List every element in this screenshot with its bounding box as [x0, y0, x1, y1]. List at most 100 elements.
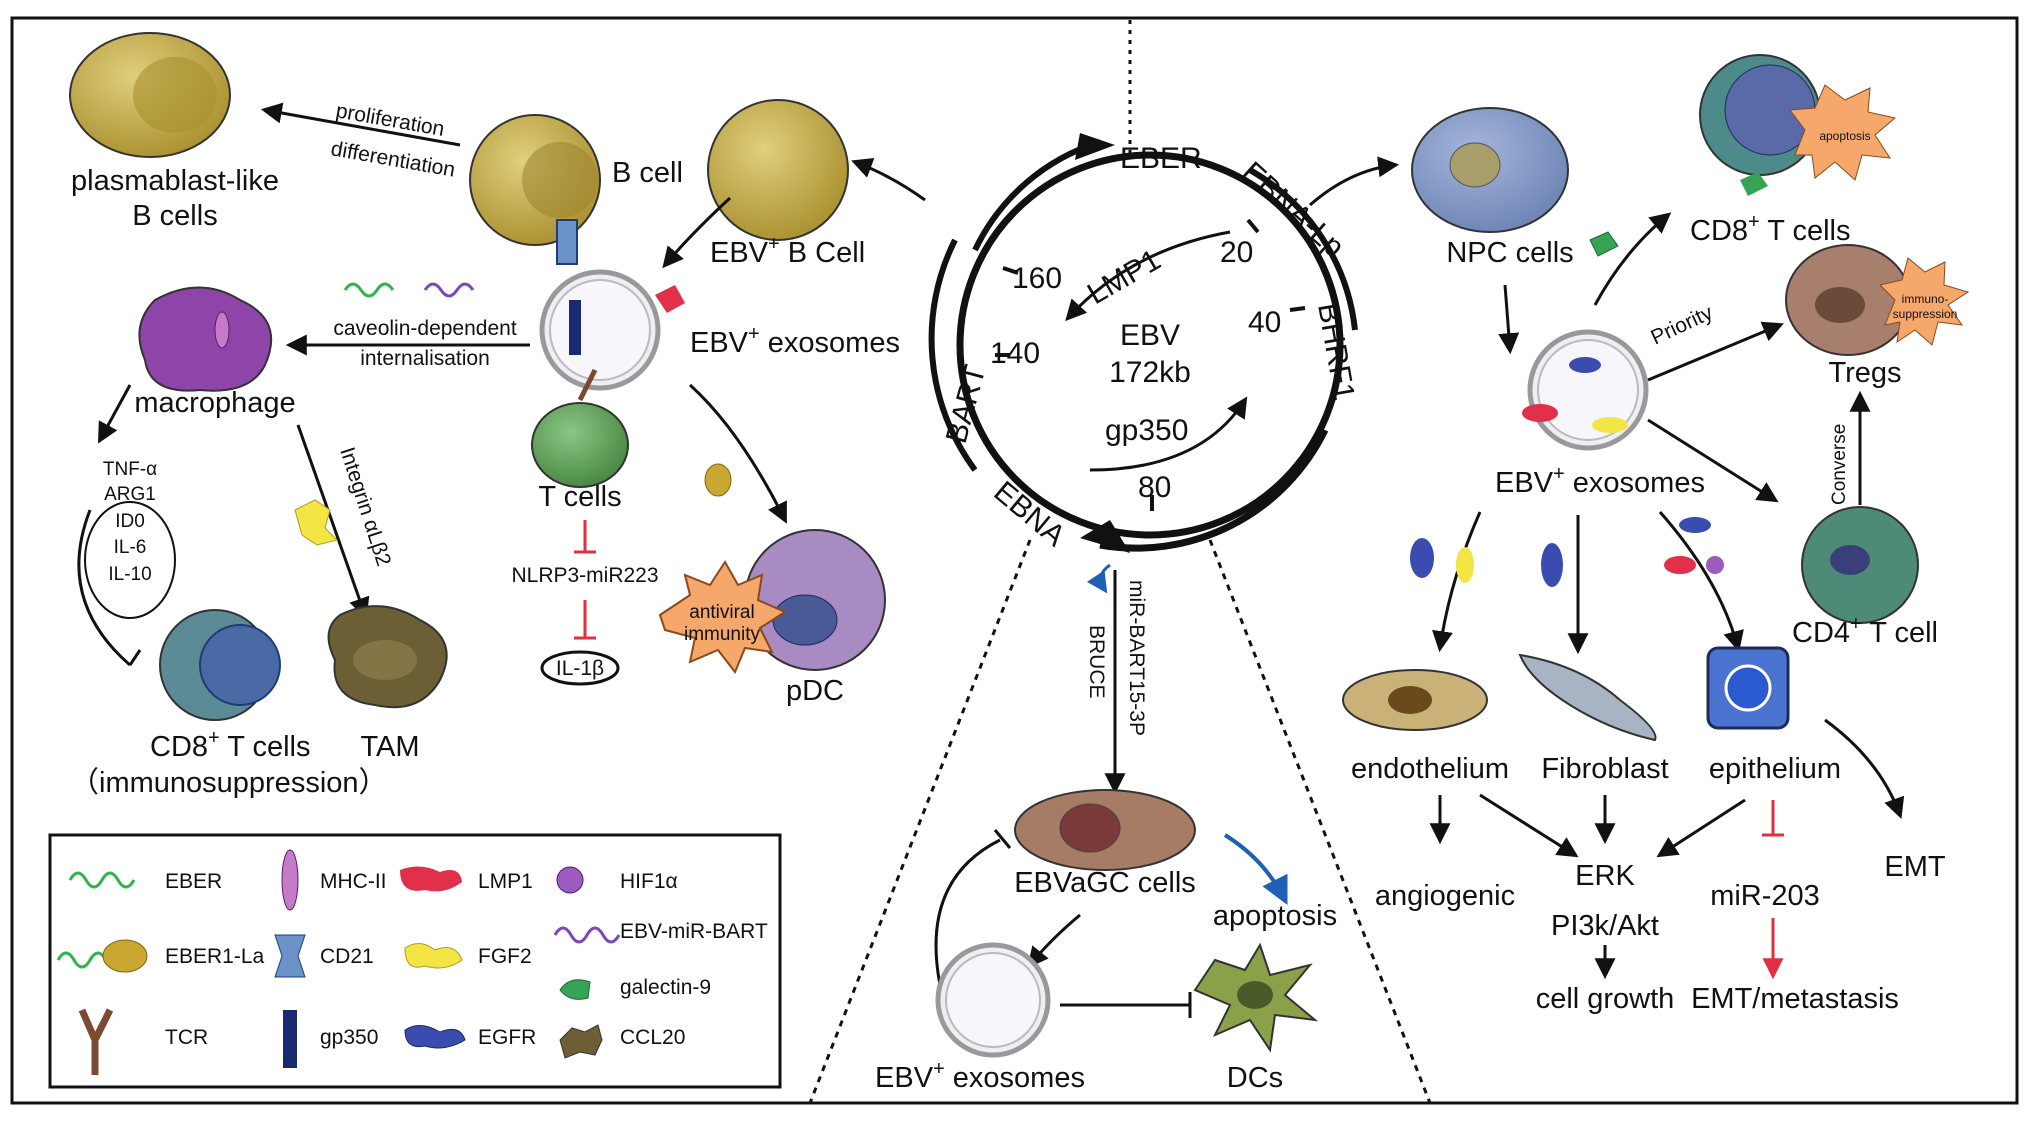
b-cell-label: B cell: [612, 157, 683, 189]
angiogenic-label: angiogenic: [1375, 880, 1515, 912]
cell-growth-label: cell growth: [1536, 983, 1675, 1015]
cytokine-il10: IL-10: [108, 564, 151, 585]
epithelium-label: epithelium: [1709, 753, 1841, 785]
immunosuppression-label: （immunosuppression）: [70, 767, 388, 799]
right-exosomes-label: EBV+ exosomes: [1495, 463, 1705, 499]
tick-40: 40: [1248, 306, 1281, 339]
mir203-label: miR-203: [1710, 880, 1820, 912]
legend-fgf2: FGF2: [404, 943, 532, 969]
apoptosis-burst-label: apoptosis: [1819, 129, 1870, 143]
outer-frame: [10, 16, 2019, 1105]
t-cells-label: T cells: [538, 481, 621, 513]
svg-text:FGF2: FGF2: [478, 945, 532, 968]
tam-label: TAM: [360, 731, 419, 763]
tregs-label: Tregs: [1828, 357, 1901, 389]
legend-gp350: gp350: [283, 1010, 378, 1068]
right-panel: NPC cells apoptosis CD8+ T cells EBV+ ex…: [1309, 54, 1970, 1015]
ebvagc-label: EBVaGC cells: [1014, 867, 1196, 899]
t-cell: [531, 402, 629, 488]
macrophage-cell: [138, 286, 273, 392]
svg-text:EGFR: EGFR: [478, 1026, 536, 1049]
differentiation-label: differentiation: [329, 137, 457, 181]
genome-center-size: 172kb: [1109, 356, 1191, 389]
converse-label: Converse: [1829, 424, 1850, 505]
svg-text:MHC-II: MHC-II: [320, 870, 387, 893]
tick-80: 80: [1138, 471, 1171, 504]
left-panel: plasmablast-like B cells proliferation d…: [69, 32, 926, 799]
plasmablast-label-2: B cells: [132, 200, 217, 232]
proliferation-label: proliferation: [334, 99, 446, 141]
macrophage-label: macrophage: [134, 387, 295, 419]
legend-eber: EBER: [68, 870, 222, 893]
antiviral-burst: [658, 560, 788, 674]
legend-eber1-la: EBER1-La: [56, 939, 265, 973]
svg-text:TCR: TCR: [165, 1026, 208, 1049]
svg-text:CD21: CD21: [320, 945, 374, 968]
cd8-label-left: CD8+ T cells: [150, 727, 311, 763]
pi3k-label: PI3k/Akt: [1551, 910, 1659, 942]
mir-bart-label: miR-BART15-3P: [1125, 580, 1148, 736]
apoptosis-burst: [1789, 84, 1897, 181]
bottom-panel: miR-BART15-3P BRUCE EBVaGC cells apoptos…: [875, 563, 1337, 1094]
bruce-label: BRUCE: [1085, 625, 1108, 699]
pdc-label: pDC: [786, 675, 844, 707]
priority-label: Priority: [1647, 301, 1716, 350]
svg-text:HIF1α: HIF1α: [620, 870, 678, 893]
npc-label: NPC cells: [1446, 237, 1573, 269]
svg-text:EBV-miR-BART: EBV-miR-BART: [620, 920, 768, 943]
ebv-b-cell: [707, 99, 849, 241]
caveolin-label: caveolin-dependent: [333, 317, 516, 340]
internalisation-label: internalisation: [360, 347, 490, 370]
cytokine-tnfa: TNF-α: [103, 459, 157, 480]
cd8-label-right: CD8+ T cells: [1690, 211, 1851, 247]
ebv-genome: EBV 172kb 20 40 80 140 160 EBER EBNA-Lp …: [928, 133, 1361, 553]
legend-lmp1: LMP1: [400, 866, 533, 893]
svg-text:LMP1: LMP1: [478, 870, 533, 893]
tick-160: 160: [1012, 262, 1062, 295]
legend: EBER EBER1-La TCR MHC-II CD21 gp350 LMP1: [48, 833, 782, 1089]
emt-label: EMT: [1884, 851, 1946, 883]
fibroblast-cell: [1518, 653, 1657, 742]
legend-mhc-ii: MHC-II: [281, 849, 387, 911]
ebv-exosomes-label: EBV+ exosomes: [690, 323, 900, 359]
endothelium-label: endothelium: [1351, 753, 1509, 785]
svg-text:gp350: gp350: [320, 1026, 378, 1049]
svg-text:galectin-9: galectin-9: [620, 976, 711, 999]
legend-hif1a: HIF1α: [556, 866, 678, 894]
legend-tcr: TCR: [78, 1008, 208, 1075]
antiviral-label: antiviral: [689, 602, 754, 623]
legend-ccl20: CCL20: [559, 1024, 685, 1059]
svg-text:EBER: EBER: [165, 870, 222, 893]
fibroblast-label: Fibroblast: [1541, 753, 1668, 785]
cd4-label: CD4+ T cell: [1792, 613, 1938, 649]
svg-text:EBER1-La: EBER1-La: [165, 945, 265, 968]
legend-cd21: CD21: [274, 934, 374, 978]
cytokine-arg1: ARG1: [104, 484, 156, 505]
immunity-label: immunity: [684, 624, 761, 645]
immunosuppression-burst: [1879, 257, 1970, 346]
integrin-label: Integrin αLβ2: [335, 444, 395, 569]
gene-lmp1: LMP1: [1082, 243, 1166, 311]
emt-metastasis-label: EMT/metastasis: [1691, 983, 1899, 1015]
dotted-divider-bl: [808, 539, 1032, 1104]
genome-center-name: EBV: [1120, 319, 1180, 352]
dotted-divider-br: [1208, 539, 1432, 1104]
svg-text:CCL20: CCL20: [620, 1026, 685, 1049]
apoptosis-label: apoptosis: [1213, 900, 1337, 932]
nlrp3-label: NLRP3-miR223: [511, 564, 658, 587]
erk-label: ERK: [1575, 860, 1635, 892]
dcs-label: DCs: [1227, 1062, 1283, 1094]
plasmablast-label: plasmablast-like: [71, 165, 279, 197]
tick-20: 20: [1220, 236, 1253, 269]
ebv-b-cell-label: EBV+ B Cell: [710, 233, 865, 269]
legend-egfr: EGFR: [404, 1025, 536, 1049]
cytokine-id0: ID0: [115, 511, 145, 532]
gene-eber: EBER: [1120, 142, 1202, 175]
gene-gp350: gp350: [1105, 414, 1188, 447]
immuno-burst-label-1: immuno-: [1902, 292, 1949, 306]
bottom-exosomes-label: EBV+ exosomes: [875, 1058, 1085, 1094]
legend-galectin-9: galectin-9: [559, 976, 711, 1000]
legend-ebv-mir-bart: EBV-miR-BART: [553, 920, 768, 944]
il1b-label: IL-1β: [556, 657, 604, 680]
